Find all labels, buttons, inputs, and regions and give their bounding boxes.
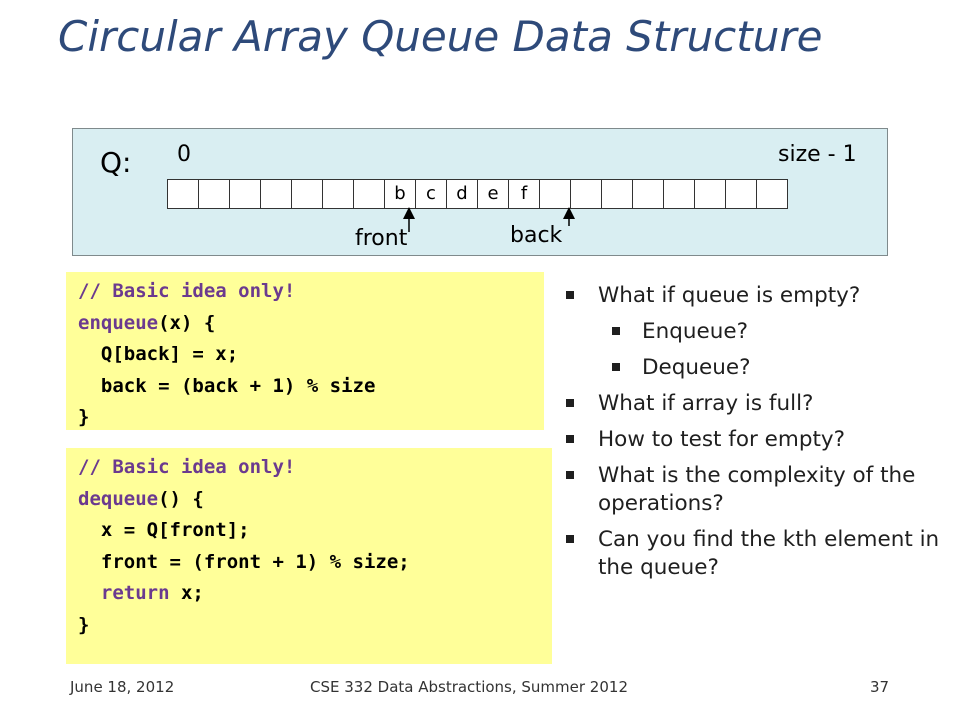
square-bullet-icon — [612, 327, 620, 335]
bullet-item: Dequeue? — [562, 354, 960, 382]
code-close: } — [78, 406, 90, 428]
bullet-list: What if queue is empty? Enqueue? Dequeue? W… — [562, 282, 960, 590]
code-signature: enqueue(x) { — [78, 311, 216, 334]
array-cell: b — [384, 179, 416, 209]
array-cell: f — [508, 179, 540, 209]
square-bullet-icon — [566, 535, 574, 543]
code-comment: // Basic idea only! — [78, 280, 296, 302]
array-cell — [725, 179, 757, 209]
bullet-text: Enqueue? — [642, 319, 748, 344]
array-cell — [663, 179, 695, 209]
bullet-text: What if queue is empty? — [598, 283, 861, 308]
square-bullet-icon — [566, 435, 574, 443]
array-cell — [632, 179, 664, 209]
queue-label: Q: — [100, 146, 132, 179]
array-cell: e — [477, 179, 509, 209]
array-cell — [756, 179, 788, 209]
dequeue-code-block: // Basic idea only! dequeue() { x = Q[fro… — [66, 448, 552, 664]
code-line: front = (front + 1) % size; — [78, 550, 410, 573]
index-start-label: 0 — [177, 142, 191, 167]
code-line: x = Q[front]; — [78, 519, 250, 541]
bullet-item: What is the complexity of the operations… — [562, 462, 960, 518]
square-bullet-icon — [612, 363, 620, 371]
array-cell — [167, 179, 199, 209]
array-cell — [694, 179, 726, 209]
square-bullet-icon — [566, 471, 574, 479]
array-cell — [322, 179, 354, 209]
bullet-item: Can you find the kth element in the queu… — [562, 526, 960, 582]
bullet-item: How to test for empty? — [562, 426, 960, 454]
code-line: Q[back] = x; — [78, 343, 239, 365]
bullet-text: How to test for empty? — [598, 427, 846, 452]
array-cell — [260, 179, 292, 209]
array-cell — [291, 179, 323, 209]
front-pointer-label: front — [355, 226, 408, 251]
bullet-text: Can you find the kth element in the queu… — [598, 527, 940, 580]
bullet-item: What if array is full? — [562, 390, 960, 418]
array-cell — [229, 179, 261, 209]
code-signature: dequeue() { — [78, 487, 204, 510]
bullet-item: Enqueue? — [562, 318, 960, 346]
back-pointer-label: back — [510, 223, 563, 248]
code-line: back = (back + 1) % size — [78, 374, 376, 397]
index-end-label: size - 1 — [778, 142, 857, 167]
square-bullet-icon — [566, 291, 574, 299]
square-bullet-icon — [566, 399, 574, 407]
footer-page-number: 37 — [870, 678, 890, 696]
array-cell — [570, 179, 602, 209]
array-cell — [539, 179, 571, 209]
slide-title: Circular Array Queue Data Structure — [58, 12, 823, 61]
bullet-text: Dequeue? — [642, 355, 751, 380]
bullet-text: What is the complexity of the operations… — [598, 463, 916, 516]
bullet-text: What if array is full? — [598, 391, 814, 416]
code-close: } — [78, 613, 90, 636]
array-cell: d — [446, 179, 478, 209]
code-comment: // Basic idea only! — [78, 456, 296, 478]
array-cell — [601, 179, 633, 209]
footer-course: CSE 332 Data Abstractions, Summer 2012 — [310, 678, 628, 696]
array-cell — [198, 179, 230, 209]
code-line: return x; — [78, 582, 204, 604]
bullet-item: What if queue is empty? — [562, 282, 960, 310]
array-cell — [353, 179, 385, 209]
enqueue-code-block: // Basic idea only! enqueue(x) { Q[back] … — [66, 272, 544, 430]
array-cell: c — [415, 179, 447, 209]
footer-date: June 18, 2012 — [70, 678, 175, 696]
